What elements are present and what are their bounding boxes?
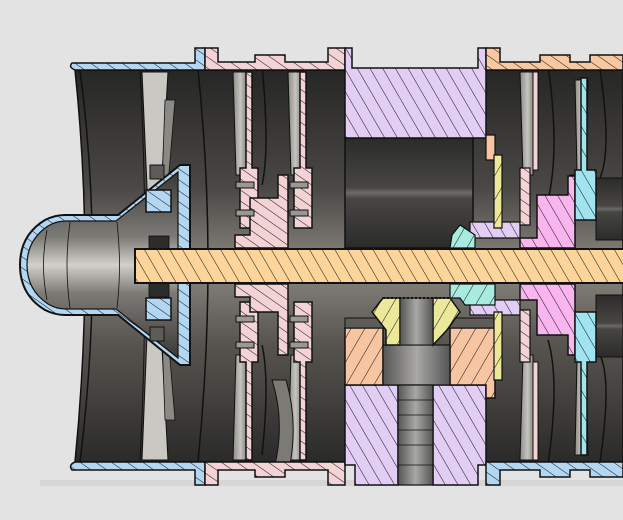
main-shaft [134,248,623,284]
combustion-liner [344,137,474,249]
bevel-gear [371,154,503,381]
intake-casing [69,47,206,486]
front-bearing-lower [148,282,170,298]
spacer-rings [235,181,309,349]
turbine-stator [574,77,597,456]
front-bearing-upper [148,235,170,251]
shaft-coupling [449,224,496,306]
accessory-shaft [382,344,451,486]
nose-cone [18,164,191,366]
turbine-disk [519,71,576,461]
exhaust-casing [485,47,623,486]
